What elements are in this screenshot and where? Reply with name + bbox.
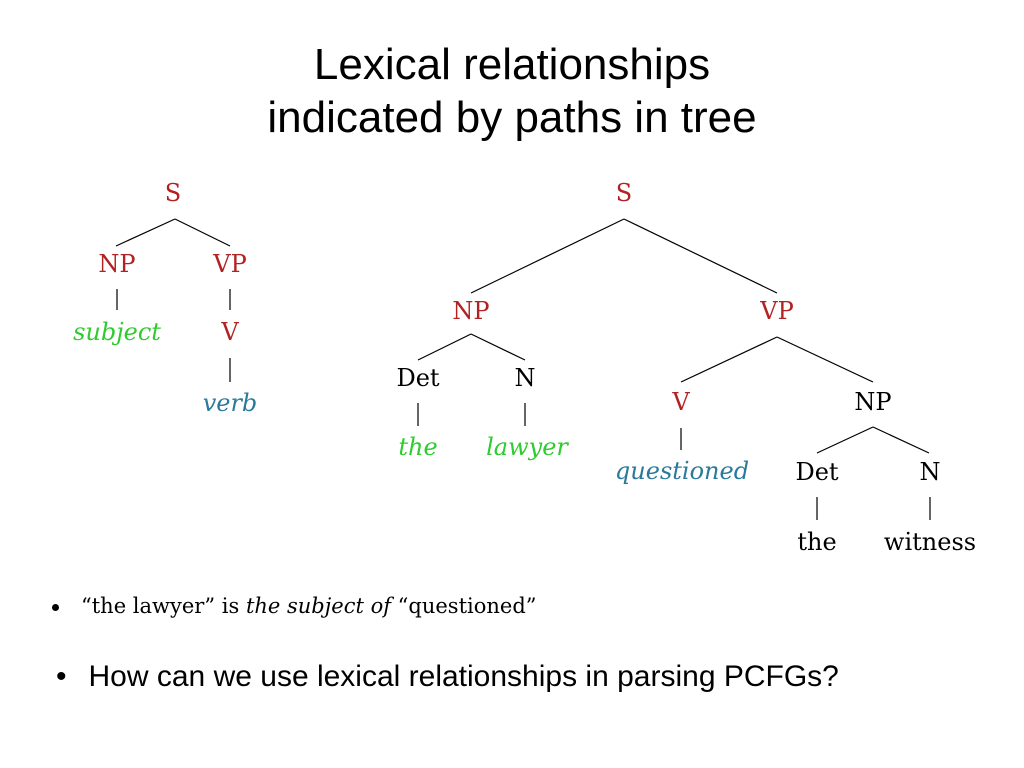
right-word-witness: witness [884,528,976,556]
right-word-the2: the [797,528,836,556]
right-node-v: V [671,388,690,416]
left-word-subject: subject [73,318,161,346]
bullet2-text: How can we use lexical relationships in … [88,660,839,693]
bullet-subject-relation: “the lawyer” is the subject of “question… [52,594,537,618]
right-node-n1: N [515,364,536,392]
edge-vp-v [680,336,778,383]
edge-np2-det2 [816,426,874,454]
left-word-verb: verb [203,389,258,417]
right-node-np2: NP [854,388,891,416]
edge-s-np1 [470,218,625,294]
parse-trees-diagram: S NP VP subject V verb S NP VP Det N the… [73,179,976,556]
right-node-n2: N [920,458,941,486]
right-tree-edges [417,218,931,520]
right-node-det1: Det [396,364,439,392]
edge-vp-np2 [776,336,874,383]
right-node-det2: Det [795,458,838,486]
left-node-v: V [220,318,239,346]
bullet-question: • How can we use lexical relationships in… [56,660,839,694]
right-word-the1: the [398,433,437,461]
bullet-marker: • [56,660,67,693]
left-node-vp: VP [212,250,246,278]
left-node-s: S [165,179,181,207]
bullet1-text-italic: the subject of [245,594,391,618]
right-node-np1: NP [452,297,489,325]
left-tree-edges [115,218,231,382]
edge-np1-det1 [417,333,472,361]
edge-np1-n1 [470,333,526,361]
edge-s-vp [174,218,231,247]
edge-s-np [115,218,176,247]
title-line-1: Lexical relationships [313,40,711,89]
right-node-s: S [616,179,632,207]
right-word-lawyer: lawyer [486,433,569,461]
title-line-2: indicated by paths in tree [267,93,757,142]
left-node-np: NP [98,250,135,278]
slide-title: Lexical relationships indicated by paths… [0,38,1024,144]
bullet1-text-b: “questioned” [390,594,537,618]
edge-np2-n2 [872,426,930,454]
right-word-questioned: questioned [615,457,749,485]
right-node-vp: VP [759,297,793,325]
bullet-dot-icon [52,604,59,611]
bullet1-text-a: “the lawyer” is [81,594,246,618]
edge-s-vp [623,218,778,294]
